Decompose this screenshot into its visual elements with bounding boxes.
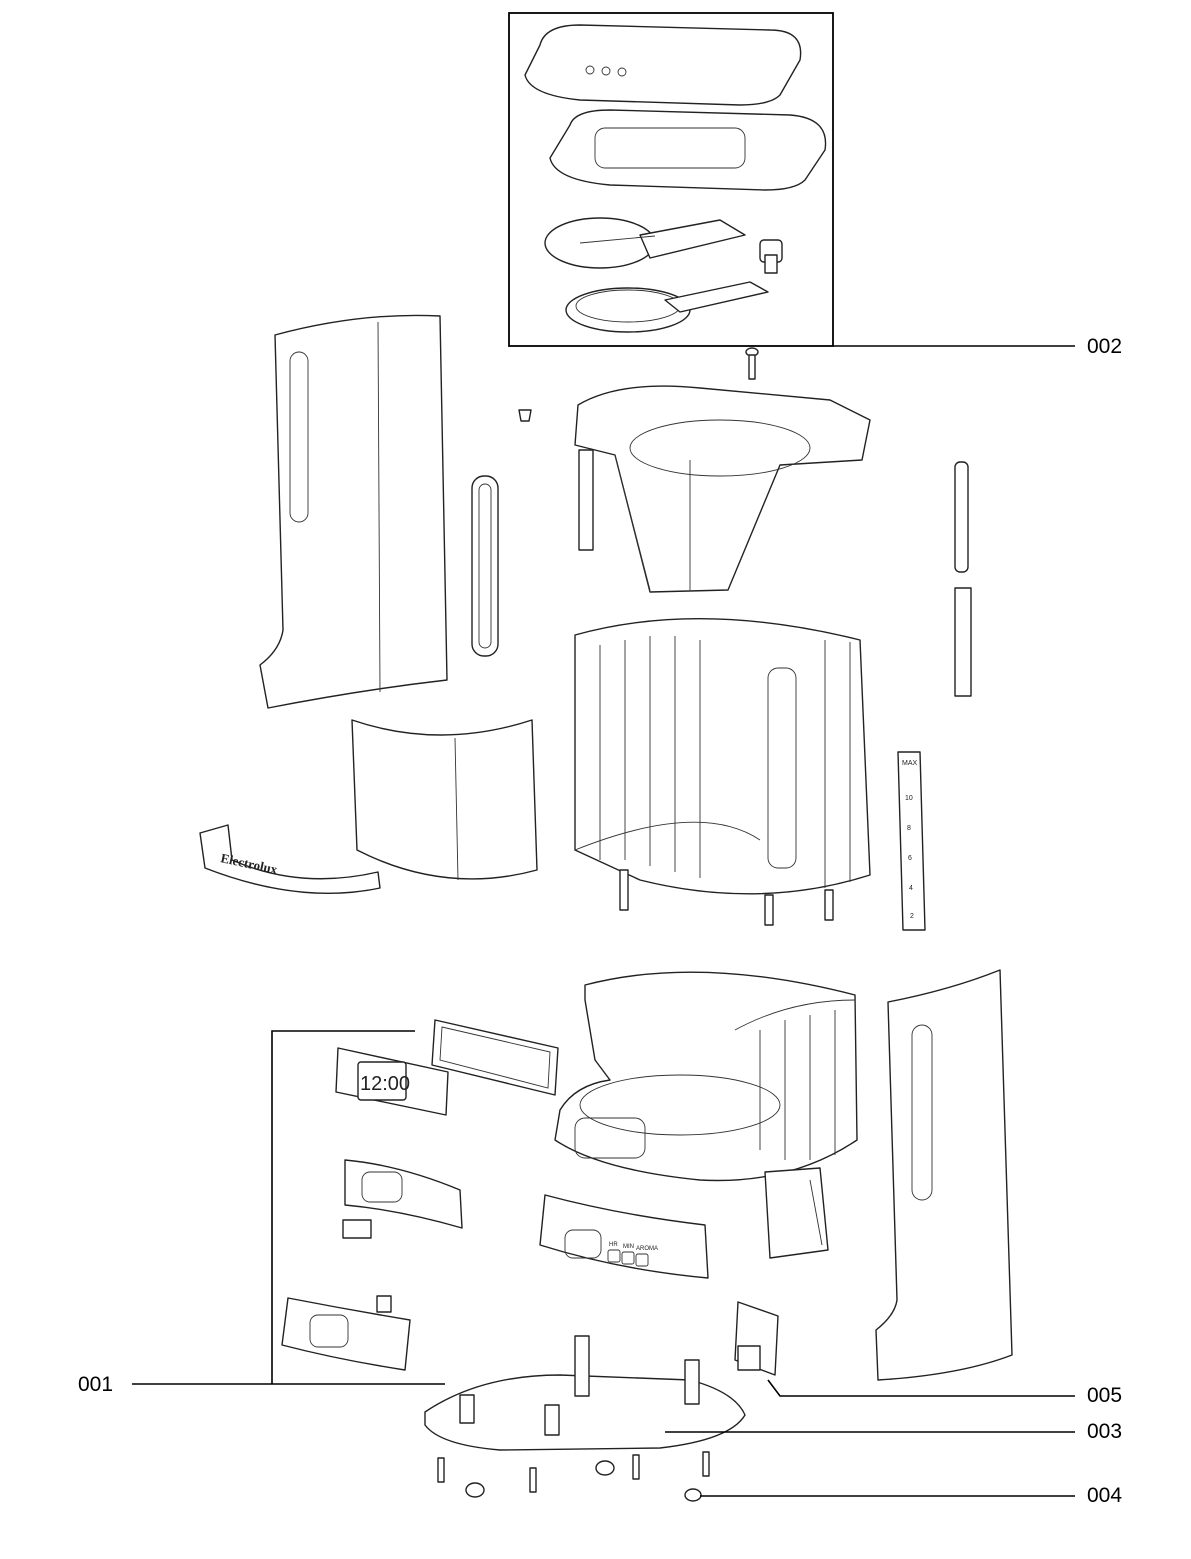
- base-screw: [632, 1454, 640, 1480]
- filter-holder-ring: [565, 281, 769, 333]
- scale-value: 6: [908, 855, 912, 862]
- left-side-panel: [259, 314, 448, 709]
- screw-top: [745, 347, 759, 380]
- filter-basket: [574, 385, 871, 593]
- leader-005: [767, 1379, 1075, 1397]
- button-label-aroma: AROMA: [636, 1246, 658, 1252]
- leader-001-bracket: [271, 1030, 415, 1384]
- lid-top-cover: [524, 24, 802, 106]
- callout-label-005: 005: [1087, 1384, 1123, 1407]
- callout-label-003: 003: [1087, 1420, 1123, 1443]
- base-screw: [702, 1451, 710, 1477]
- water-tank-housing: [574, 618, 871, 926]
- rubber-foot: [684, 1488, 702, 1502]
- water-tube-lower: [954, 587, 972, 697]
- rubber-foot: [465, 1482, 485, 1498]
- clock-display-board: 12:00: [335, 1047, 449, 1116]
- rubber-foot: [595, 1460, 615, 1476]
- callout-label-001: 001: [78, 1373, 114, 1396]
- small-plug: [518, 409, 532, 422]
- base-housing: [554, 971, 858, 1182]
- scale-max: MAX: [902, 760, 918, 767]
- control-panel-frame: [342, 1159, 463, 1239]
- button-panel-front: HR MIN AROMA: [539, 1194, 709, 1279]
- control-keypad: [281, 1295, 411, 1371]
- callout-label-002: 002: [1087, 335, 1123, 358]
- water-tube-upper: [954, 461, 969, 573]
- switch-bracket: [734, 1301, 779, 1376]
- base-plate: [424, 1335, 746, 1451]
- scale-value: 2: [910, 913, 914, 920]
- water-level-window: [471, 475, 499, 657]
- button-label-hr: HR: [609, 1242, 618, 1248]
- base-screw: [437, 1457, 445, 1483]
- callout-label-004: 004: [1087, 1484, 1123, 1507]
- lid-assembly-box: [508, 12, 834, 347]
- scale-value: 8: [907, 825, 911, 832]
- button-label-min: MIN: [623, 1244, 634, 1250]
- right-side-panel: [875, 969, 1013, 1381]
- brand-trim-strip: Electrolux: [199, 824, 381, 895]
- clock-display-text: 12:00: [360, 1073, 410, 1095]
- lid-inner-frame: [549, 109, 827, 191]
- water-level-scale: MAX 10 8 6 4 2: [897, 751, 926, 931]
- front-curved-panel: [351, 719, 538, 881]
- valve-fitting: [759, 239, 783, 274]
- scale-value: 4: [909, 885, 913, 892]
- base-screw: [529, 1467, 537, 1493]
- filter-holder-plate: [544, 217, 746, 269]
- scale-value: 10: [905, 795, 913, 802]
- heating-element-block: [764, 1167, 829, 1259]
- display-window-cover: [431, 1019, 559, 1096]
